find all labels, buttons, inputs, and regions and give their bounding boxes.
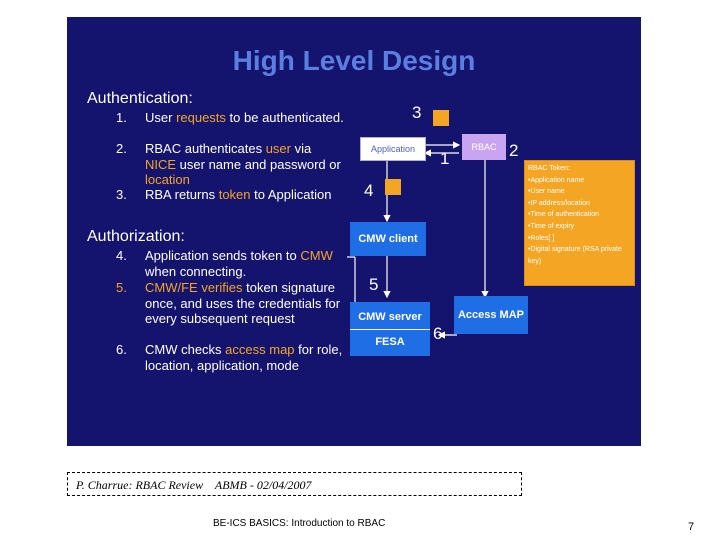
- application-box: Application: [360, 137, 426, 161]
- token-field: •IP address/location: [528, 199, 590, 207]
- list-text: RBA returns token to Application: [145, 187, 332, 202]
- footer-author-text: P. Charrue: RBAC Review ABMB - 02/04/200…: [76, 478, 312, 492]
- slide: High Level Design Authentication: 1. User…: [67, 17, 641, 446]
- fesa-label: FESA: [375, 335, 405, 348]
- cmw-client-box: CMW client: [350, 222, 426, 256]
- token-field: •User name: [528, 188, 565, 196]
- access-map-box: Access MAP: [454, 296, 528, 334]
- list-number: 3.: [116, 187, 127, 202]
- authentication-heading: Authentication:: [87, 90, 193, 107]
- token-field: •Time of authentication: [528, 211, 600, 219]
- list-text: CMW checks access map for role, location…: [145, 342, 343, 373]
- token-field: •Application name: [528, 176, 585, 184]
- list-text: Application sends token to CMW when conn…: [145, 248, 333, 279]
- list-text: User requests to be authenticated.: [145, 110, 344, 125]
- token-heading: RBAC Token:: [528, 165, 570, 172]
- rbac-token-box: RBAC Token: •Application name •User name •I…: [524, 160, 635, 286]
- presentation-caption: BE-ICS BASICS: Introduction to RBAC: [213, 518, 386, 529]
- list-text: CMW/FE verifies token signature once, an…: [145, 280, 341, 326]
- list-number: 2.: [116, 141, 127, 156]
- token-field: •Digital signature (RSA private key): [528, 246, 622, 265]
- footer-box: P. Charrue: RBAC Review ABMB - 02/04/200…: [67, 472, 522, 496]
- step-4-marker: [385, 179, 401, 195]
- step-6-label: 6: [433, 324, 443, 343]
- cmw-server-label: CMW server: [350, 311, 430, 330]
- list-text: RBAC authenticates user via NICE user na…: [145, 141, 341, 187]
- rbac-box: RBAC: [462, 134, 506, 160]
- token-field: •Time of expiry: [528, 222, 575, 230]
- token-field: •Roles[ ]: [528, 234, 555, 242]
- list-number: 1.: [116, 110, 127, 125]
- list-number: 5.: [116, 280, 127, 295]
- cmw-server-fesa-box: CMW server FESA: [350, 302, 430, 356]
- list-number: 4.: [116, 248, 127, 263]
- slide-title: High Level Design: [232, 45, 476, 76]
- step-1-label: 1: [440, 149, 450, 168]
- step-3-marker: [433, 110, 449, 126]
- authorization-heading: Authorization:: [87, 228, 185, 245]
- page-number: 7: [688, 521, 695, 533]
- list-number: 6.: [116, 342, 127, 357]
- step-2-label: 2: [509, 141, 519, 160]
- step-3-label: 3: [412, 103, 422, 122]
- step-4-label: 4: [364, 181, 374, 200]
- step-5-label: 5: [369, 275, 379, 294]
